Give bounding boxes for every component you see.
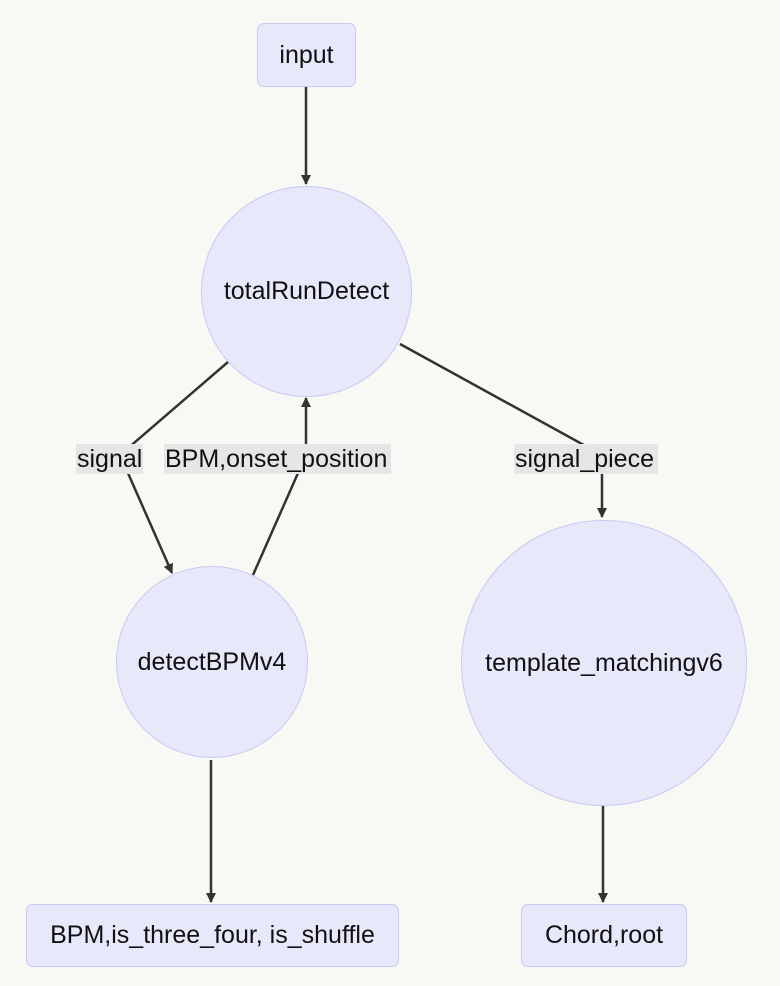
totalrundetect-node[interactable]: totalRunDetect xyxy=(201,186,412,397)
template-matching-node[interactable]: template_matchingv6 xyxy=(461,520,747,806)
input-node-label: input xyxy=(279,40,334,69)
edge-label-bpm-onset: BPM,onset_position xyxy=(164,444,392,474)
edge-label-signal: signal xyxy=(76,444,144,474)
detectbpm-node-label: detectBPMv4 xyxy=(137,647,287,676)
totalrundetect-node-label: totalRunDetect xyxy=(223,277,390,305)
bpm-output-node-label: BPM,is_three_four, is_shuffle xyxy=(50,921,375,949)
bpm-output-node[interactable]: BPM,is_three_four, is_shuffle xyxy=(26,904,399,967)
edge-signal-piece-arrow xyxy=(399,342,607,518)
chord-output-node-label: Chord,root xyxy=(544,921,664,949)
input-node[interactable]: input xyxy=(257,23,356,87)
edge-bpm-onset-arrow xyxy=(251,397,311,576)
template-matching-node-label: template_matchingv6 xyxy=(485,648,723,677)
detectbpm-node[interactable]: detectBPMv4 xyxy=(116,566,308,758)
chord-output-node[interactable]: Chord,root xyxy=(521,904,687,967)
edge-label-signal-piece: signal_piece xyxy=(514,444,658,474)
